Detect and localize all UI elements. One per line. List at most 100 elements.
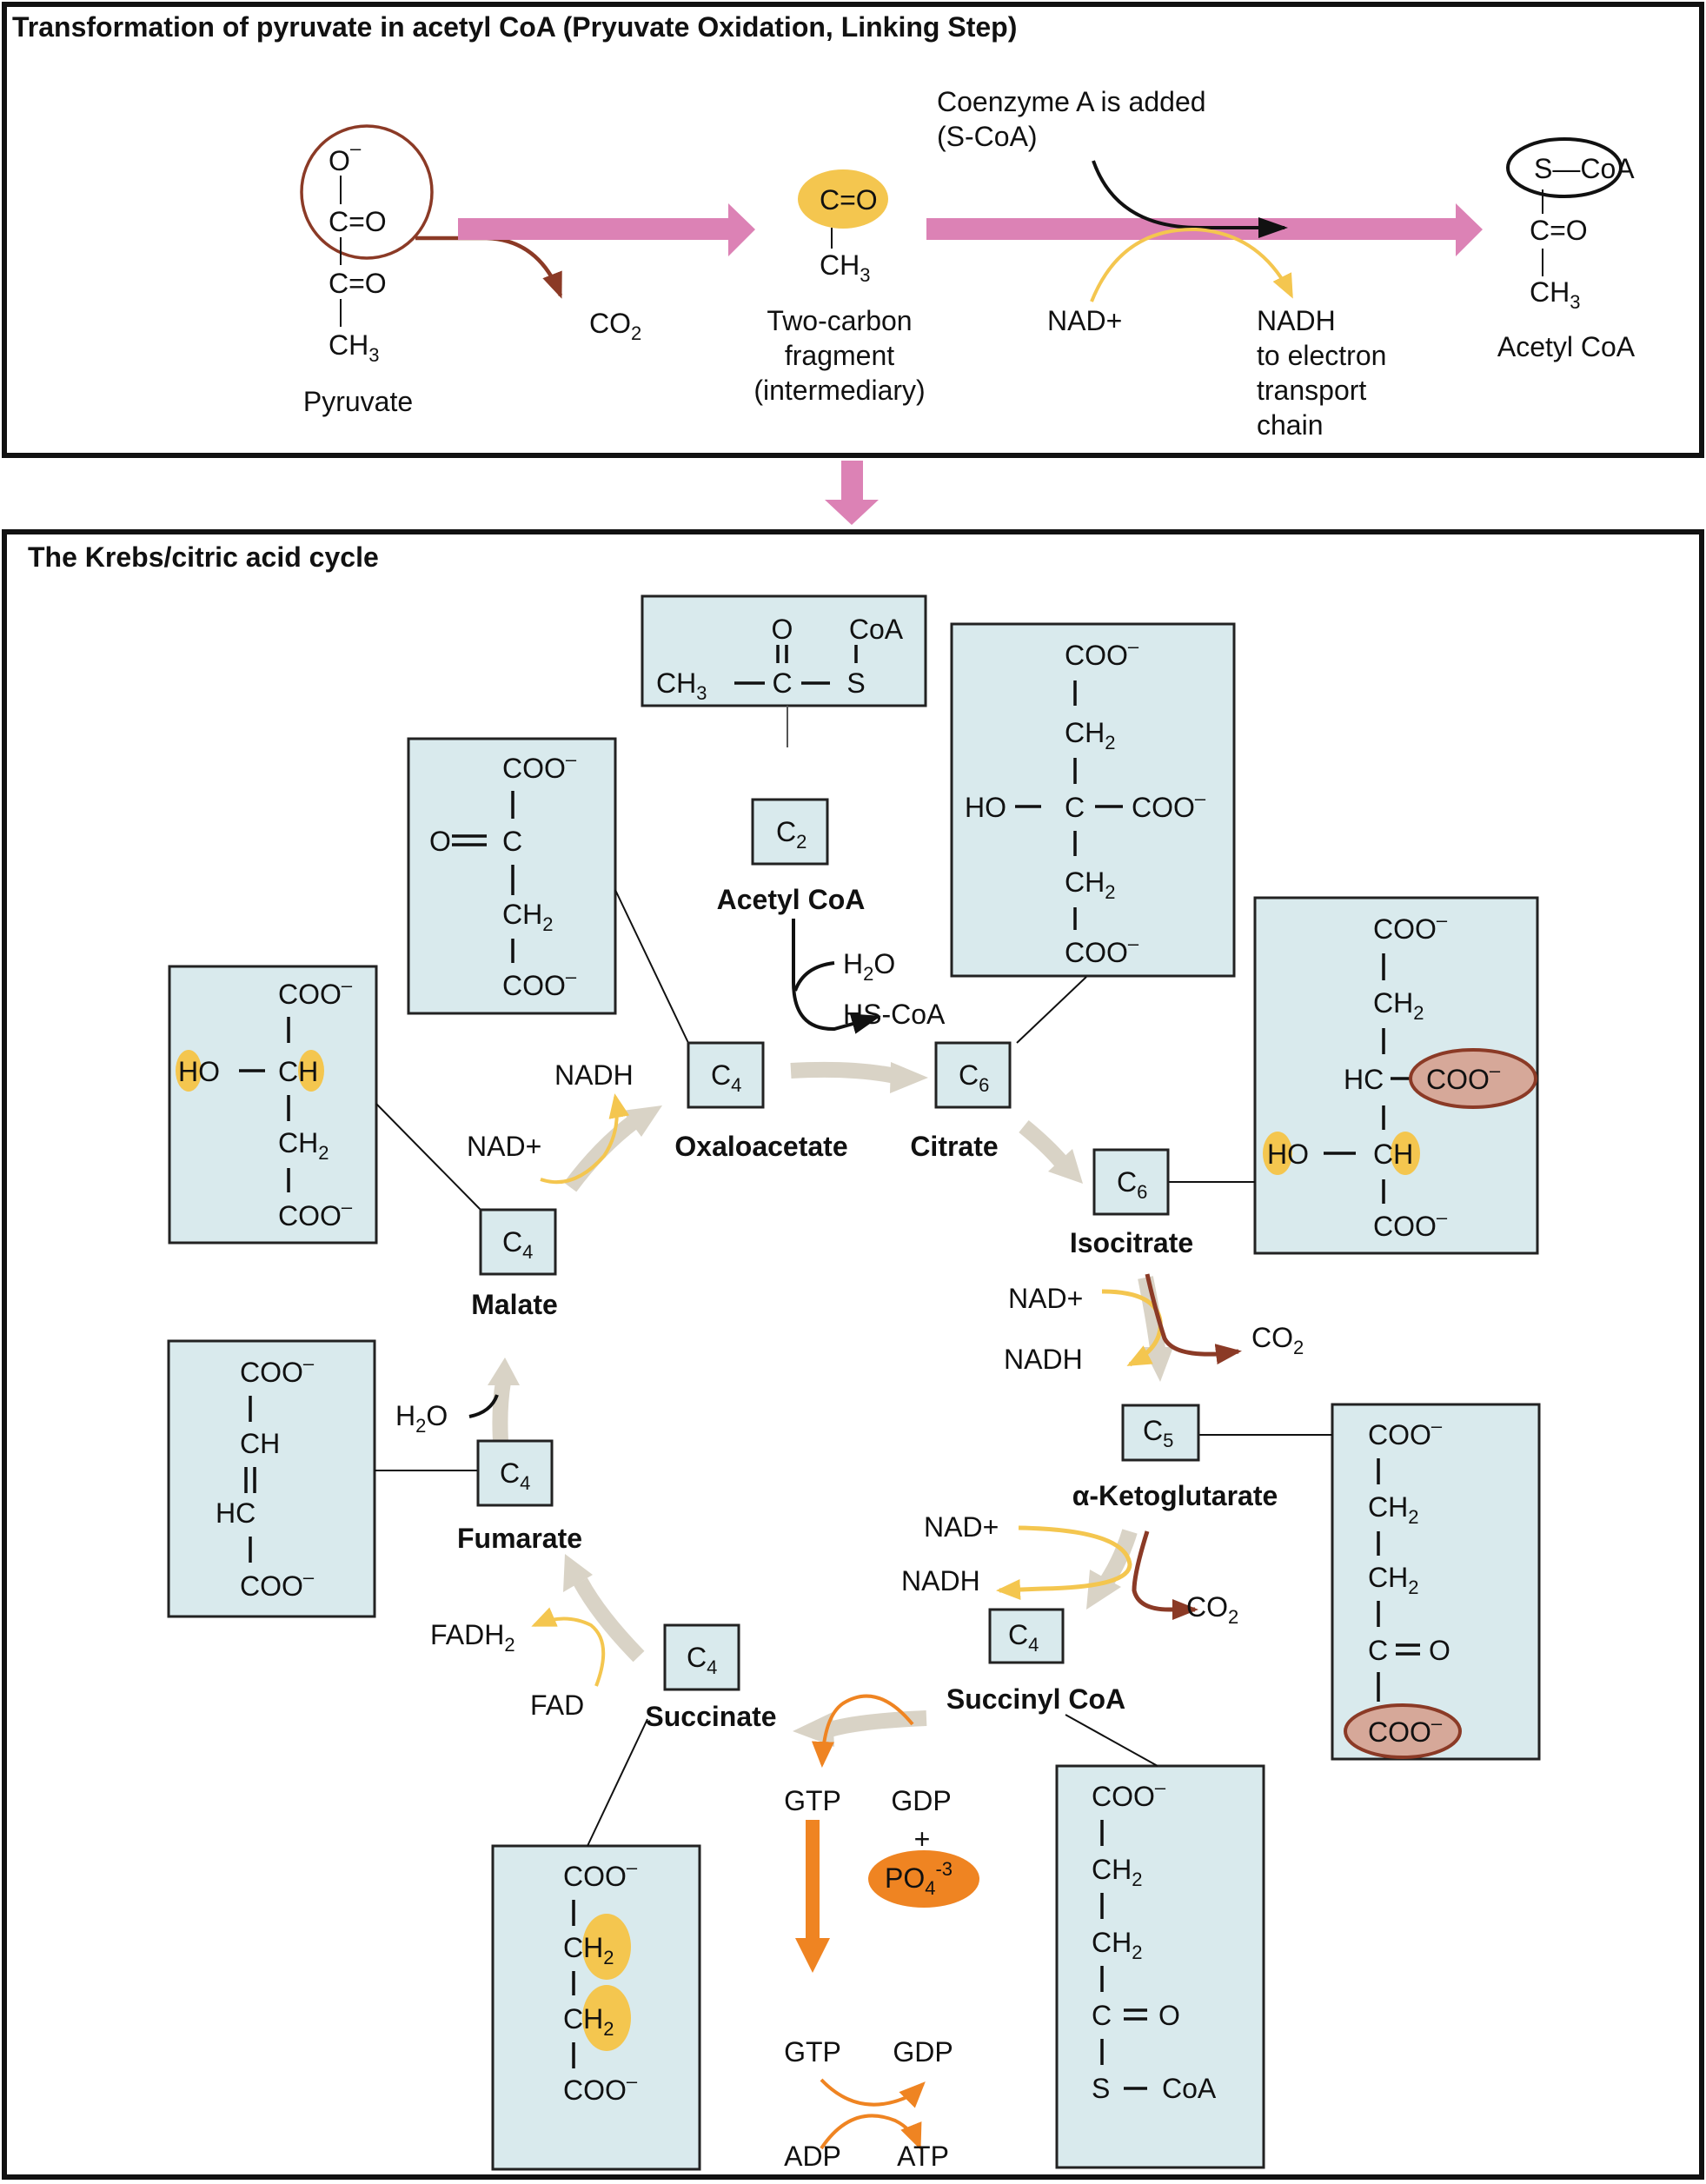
label-succinyl-coa: Succinyl CoA bbox=[946, 1683, 1125, 1715]
fragment-label-2: fragment bbox=[785, 340, 894, 371]
svg-text:CH2: CH2 bbox=[1092, 1854, 1142, 1890]
svg-text:CH2: CH2 bbox=[563, 2003, 614, 2040]
svg-text:C5: C5 bbox=[1143, 1415, 1173, 1451]
water-label: H2O bbox=[843, 948, 895, 985]
svg-text:COO–: COO– bbox=[563, 2070, 638, 2106]
svg-text:COO–: COO– bbox=[1373, 909, 1448, 945]
node-fumarate: C4 Fumarate bbox=[457, 1439, 582, 1554]
svg-text:O: O bbox=[772, 614, 793, 645]
fragment-label-3: (intermediary) bbox=[753, 375, 925, 406]
svg-text:C=O: C=O bbox=[1530, 215, 1588, 246]
cycle-arrow-succinylcoa-succinate bbox=[827, 1710, 927, 1737]
svg-text:CH2: CH2 bbox=[278, 1127, 329, 1164]
svg-text:S—CoA: S—CoA bbox=[1534, 153, 1635, 184]
citrate-connector bbox=[1016, 976, 1087, 1044]
svg-text:COO–: COO– bbox=[240, 1352, 315, 1388]
pink-arrow-down bbox=[825, 461, 879, 525]
succinate-structure: COO– CH2 CH2 COO– bbox=[491, 1844, 701, 2171]
water-hydration-curve bbox=[468, 1394, 499, 1418]
svg-text:COO–: COO– bbox=[1065, 635, 1139, 671]
gtp-gdp-arrow bbox=[820, 2078, 926, 2108]
svg-text:COO–: COO– bbox=[1065, 933, 1139, 968]
iso-nad-label: NAD+ bbox=[1008, 1283, 1083, 1314]
malate-nad-label: NAD+ bbox=[467, 1131, 541, 1162]
svg-text:C6: C6 bbox=[1117, 1166, 1147, 1203]
phosphate-ellipse bbox=[868, 1850, 979, 1908]
svg-text:HC: HC bbox=[216, 1497, 256, 1529]
svg-text:HO: HO bbox=[965, 792, 1006, 823]
carboxyl-circle bbox=[300, 124, 434, 260]
linking-step-panel bbox=[2, 2, 1704, 458]
adp-label: ADP bbox=[784, 2141, 841, 2172]
malate-nad-arrow bbox=[540, 1093, 630, 1185]
svg-text:CH2: CH2 bbox=[1368, 1562, 1418, 1598]
svg-text:C4: C4 bbox=[711, 1059, 741, 1096]
gdp-to-gtp-arrow bbox=[811, 1694, 914, 1768]
krebs-panel bbox=[2, 529, 1704, 2180]
svg-text:CH: CH bbox=[278, 1056, 318, 1087]
svg-text:CH2: CH2 bbox=[502, 899, 553, 935]
fad-label: FAD bbox=[530, 1689, 584, 1721]
svg-text:S: S bbox=[1092, 2073, 1110, 2104]
svg-text:COO–: COO– bbox=[1368, 1712, 1443, 1748]
coenzyme-note-1: Coenzyme A is added bbox=[937, 86, 1206, 117]
akg-nad-arrow bbox=[996, 1525, 1132, 1601]
gtp-label-2: GTP bbox=[784, 2036, 841, 2068]
coenzyme-note-2: (S-CoA) bbox=[937, 121, 1038, 152]
pyruvate-carbonyl: C=O bbox=[329, 268, 387, 299]
svg-text:COO–: COO– bbox=[278, 1196, 353, 1231]
malate-structure: COO– HO CH CH2 COO– bbox=[168, 965, 378, 1245]
acetyl-coa-product: S—CoA C=O CH3 Acetyl CoA bbox=[1497, 137, 1636, 362]
svg-text:transport: transport bbox=[1257, 375, 1366, 406]
oxaloacetate-structure: COO– O C CH2 COO– bbox=[407, 737, 617, 1015]
svg-text:CoA: CoA bbox=[849, 614, 904, 645]
svg-text:COO–: COO– bbox=[1368, 1415, 1443, 1450]
svg-text:O: O bbox=[429, 826, 451, 857]
svg-text:COO–: COO– bbox=[502, 966, 577, 1001]
gdp-label-2: GDP bbox=[893, 2036, 953, 2068]
pyruvate-o: O bbox=[329, 145, 350, 176]
coenzyme-addition-arrow bbox=[1092, 160, 1288, 238]
pyruvate-carboxyl: C=O bbox=[329, 206, 387, 237]
isocitrate-structure: COO– CH2 HC COO– HO CH COO– bbox=[1253, 896, 1539, 1255]
svg-text:C6: C6 bbox=[959, 1059, 989, 1096]
acetyl-entry-arrow bbox=[792, 919, 881, 1034]
svg-text:HO: HO bbox=[1267, 1138, 1309, 1170]
svg-text:CH2: CH2 bbox=[1373, 987, 1424, 1024]
akg-nad-label: NAD+ bbox=[924, 1511, 999, 1543]
scoa-circle bbox=[1506, 137, 1623, 198]
cycle-arrow-fumarate-malate bbox=[492, 1380, 511, 1442]
svg-text:CH: CH bbox=[240, 1428, 280, 1459]
svg-text:COO–: COO– bbox=[1373, 1206, 1448, 1242]
label-fumarate: Fumarate bbox=[457, 1523, 582, 1554]
svg-text:CH3: CH3 bbox=[1530, 276, 1580, 313]
svg-text:COO–: COO– bbox=[240, 1566, 315, 1602]
node-acetyl-coa: C2 Acetyl CoA bbox=[717, 798, 865, 915]
node-malate: C4 Malate bbox=[471, 1208, 558, 1320]
svg-text:CH3: CH3 bbox=[656, 667, 707, 704]
pyruvate-charge: – bbox=[350, 137, 362, 159]
iso-nadh-label: NADH bbox=[1004, 1344, 1083, 1375]
akg-nadh-label: NADH bbox=[901, 1565, 980, 1597]
cycle-arrow-oxa-citrate bbox=[790, 1061, 897, 1084]
pyruvate-molecule: O – C=O C=O CH3 Pyruvate bbox=[300, 124, 434, 417]
svg-text:O: O bbox=[1429, 1635, 1450, 1666]
svg-text:CH2: CH2 bbox=[563, 1932, 614, 1968]
pyruvate-label: Pyruvate bbox=[303, 386, 413, 417]
succinyl-coa-connector bbox=[1065, 1714, 1158, 1767]
node-citrate: C6 Citrate bbox=[910, 1041, 1012, 1162]
water-input-curve bbox=[793, 961, 835, 992]
pink-arrow-1 bbox=[458, 203, 755, 256]
iso-co2-arrow bbox=[1145, 1273, 1242, 1365]
carbonyl-highlight bbox=[798, 169, 888, 229]
nad-reduction-arrow bbox=[1090, 227, 1293, 302]
water-label-2: H2O bbox=[395, 1400, 448, 1437]
nad-plus-label: NAD+ bbox=[1047, 305, 1122, 336]
svg-text:COO–: COO– bbox=[563, 1856, 638, 1892]
gtp-label-1: GTP bbox=[784, 1785, 841, 1816]
fumarate-structure: COO– CH HC COO– bbox=[167, 1339, 376, 1618]
svg-text:CH2: CH2 bbox=[1065, 866, 1115, 903]
svg-text:C: C bbox=[1368, 1635, 1388, 1666]
akg-co2-label: CO2 bbox=[1186, 1591, 1238, 1628]
